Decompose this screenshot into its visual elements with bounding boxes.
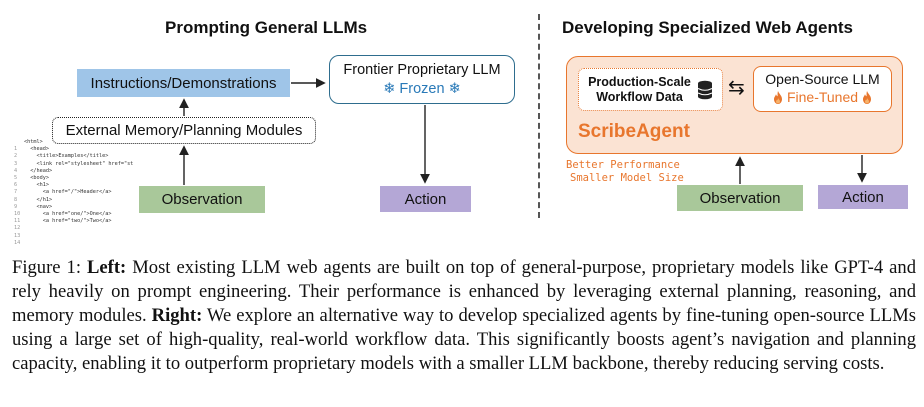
- instructions-box: Instructions/Demonstrations: [77, 69, 290, 97]
- left-description: Most existing LLM web agents are built o…: [12, 257, 916, 326]
- workflow-data-box: Production-Scale Workflow Data: [578, 68, 723, 111]
- performance-line1: Better Performance: [566, 159, 680, 171]
- workflow-data-line1: Production-Scale: [588, 74, 691, 89]
- double-arrow-icon: ⇆: [728, 77, 745, 99]
- frontier-llm-title: Frontier Proprietary LLM: [343, 62, 501, 78]
- database-icon: [697, 80, 713, 99]
- left-panel-title: Prompting General LLMs: [165, 18, 368, 37]
- right-observation-box: Observation: [677, 185, 803, 211]
- scribeagent-label: ScribeAgent: [578, 121, 690, 142]
- memory-planning-box: External Memory/Planning Modules: [52, 117, 316, 144]
- left-label: Left:: [87, 257, 127, 278]
- fine-tuned-row: Fine-Tuned: [754, 89, 891, 105]
- workflow-data-line2: Workflow Data: [596, 89, 683, 104]
- flame-icon: [862, 91, 871, 104]
- right-label: Right:: [151, 305, 203, 326]
- snowflake-icon: ❄: [448, 81, 461, 97]
- right-action-box: Action: [818, 185, 908, 209]
- frozen-row: ❄ Frozen ❄: [330, 81, 514, 97]
- open-source-llm-box: Open-Source LLM Fine-Tuned: [753, 66, 892, 112]
- frontier-llm-box: Frontier Proprietary LLM ❄ Frozen ❄: [329, 55, 515, 104]
- left-action-box: Action: [380, 186, 471, 212]
- code-line-numbers: 1 2 3 4 5 6 7 8 9 10 11 12 13 14: [14, 146, 21, 246]
- flame-icon: [774, 91, 783, 104]
- right-panel-title: Developing Specialized Web Agents: [562, 18, 853, 37]
- figure-caption: Figure 1: Left: Most existing LLM web ag…: [12, 256, 916, 376]
- frozen-label: Frozen: [399, 81, 445, 97]
- open-source-llm-title: Open-Source LLM: [765, 71, 880, 87]
- fine-tuned-label: Fine-Tuned: [786, 89, 859, 105]
- right-description: We explore an alternative way to develop…: [12, 305, 917, 374]
- code-snippet: <html> <head> <title>Examples</title> <l…: [24, 139, 134, 225]
- snowflake-icon: ❄: [383, 81, 396, 97]
- left-arrows: [179, 78, 430, 185]
- figure-label: Figure 1:: [12, 257, 82, 278]
- right-arrows: [735, 155, 867, 184]
- performance-line2: Smaller Model Size: [570, 172, 684, 184]
- performance-note: Better Performance Smaller Model Size: [566, 159, 684, 185]
- left-observation-box: Observation: [139, 186, 265, 213]
- panel-divider: [538, 14, 540, 218]
